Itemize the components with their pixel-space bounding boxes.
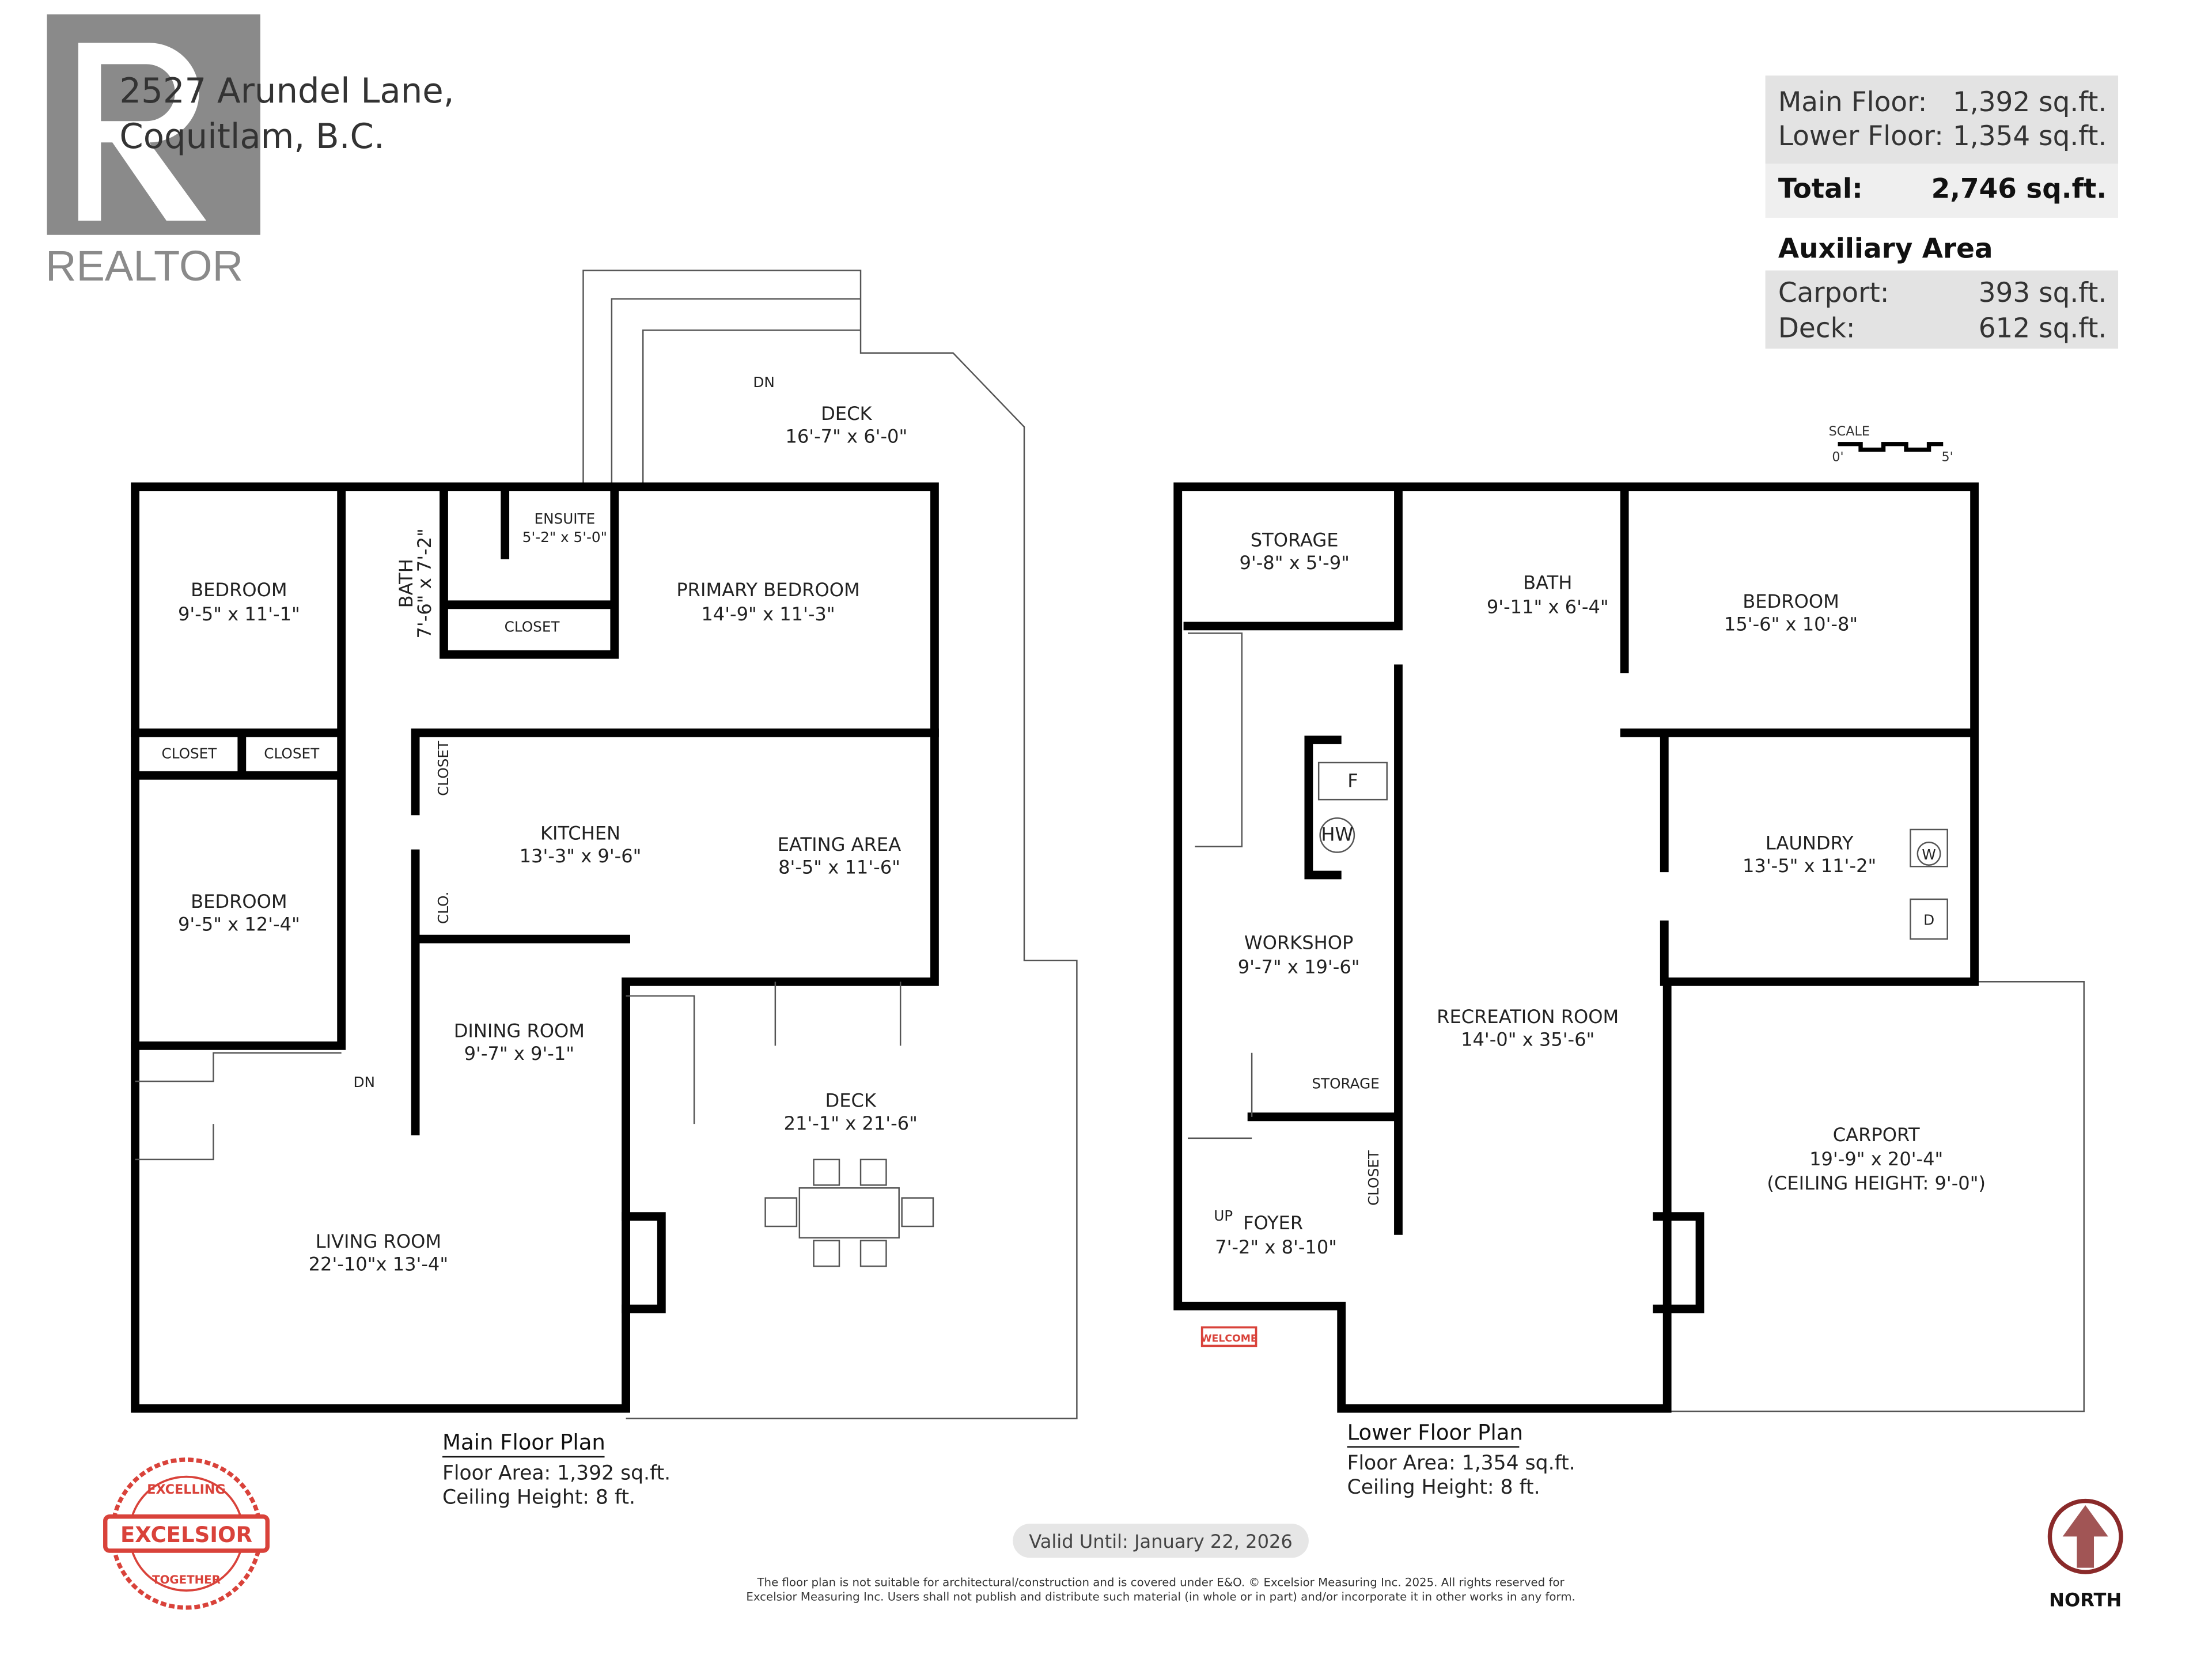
room-name: BATH	[1523, 572, 1572, 594]
room-dims: 16'-7" x 6'-0"	[785, 425, 907, 447]
scale-start: 0'	[1832, 449, 1843, 464]
room-dims: 14'-0" x 35'-6"	[1461, 1028, 1594, 1050]
main-floor-caption-area: Floor Area: 1,392 sq.ft.	[442, 1462, 671, 1485]
badge-ring-top: EXCELLING	[147, 1482, 225, 1497]
total-label: Total:	[1778, 173, 1863, 205]
room-dims: 14'-9" x 11'-3"	[701, 603, 835, 625]
lower-floor-label: Lower Floor:	[1778, 120, 1944, 152]
deck-steps	[611, 298, 861, 484]
room-name: FOYER	[1243, 1212, 1303, 1234]
main-floor-label: Main Floor:	[1778, 86, 1927, 118]
lower-floor-caption-area: Floor Area: 1,354 sq.ft.	[1347, 1452, 1575, 1475]
closet-label: CLOSET	[264, 745, 320, 762]
carport-ceiling-note: (CEILING HEIGHT: 9'-0")	[1767, 1172, 1986, 1194]
room-dims: 9'-11" x 6'-4"	[1487, 596, 1609, 618]
scale-label: SCALE	[1829, 424, 1870, 439]
main-floor-value: 1,392 sq.ft.	[1953, 86, 2107, 118]
room-name: KITCHEN	[540, 822, 620, 844]
storage-label: STORAGE	[1312, 1075, 1380, 1092]
room-name: LIVING ROOM	[316, 1230, 441, 1252]
closet-label: CLOSET	[161, 745, 217, 762]
dryer-label: D	[1923, 911, 1934, 928]
room-name: ENSUITE	[534, 510, 595, 527]
room-dims: 8'-5" x 11'-6"	[778, 857, 900, 878]
carport-value: 393 sq.ft.	[1979, 277, 2107, 309]
scale-end: 5'	[1942, 449, 1953, 464]
room-dims: 9'-8" x 5'-9"	[1239, 552, 1349, 574]
scale-bar: SCALE 0' 5'	[1829, 424, 1953, 464]
room-dims: 22'-10"x 13'-4"	[309, 1253, 448, 1275]
north-label: NORTH	[2049, 1589, 2122, 1611]
total-value: 2,746 sq.ft.	[1931, 173, 2107, 205]
room-name: DECK	[825, 1090, 877, 1112]
room-name: CARPORT	[1833, 1124, 1920, 1146]
room-dims: 21'-1" x 21'-6"	[784, 1112, 918, 1134]
area-summary: Main Floor: 1,392 sq.ft. Lower Floor: 1,…	[1765, 75, 2119, 349]
washer-label: W	[1922, 846, 1936, 863]
room-name: BEDROOM	[191, 891, 287, 912]
clo-label: CLO.	[435, 892, 452, 924]
lower-floor-caption-ceiling: Ceiling Height: 8 ft.	[1347, 1476, 1540, 1499]
stair-dn-label: DN	[353, 1074, 374, 1090]
realtor-logo: REALTOR	[46, 14, 260, 290]
closet-label: CLOSET	[1365, 1150, 1382, 1206]
realtor-logo-text: REALTOR	[46, 242, 243, 290]
room-dims: 9'-7" x 9'-1"	[464, 1043, 574, 1065]
room-name: RECREATION ROOM	[1437, 1006, 1619, 1028]
main-floor-plan: DECK 16'-7" x 6'-0" DN BEDROOM 9'-5" x 1…	[131, 270, 1078, 1419]
room-name: WORKSHOP	[1244, 931, 1353, 953]
room-name: STORAGE	[1251, 529, 1339, 551]
stair-dn-label: DN	[753, 374, 774, 391]
room-dims: 13'-3" x 9'-6"	[520, 845, 642, 867]
room-name: BATH	[395, 559, 417, 608]
room-dims: 7'-6" x 7'-2"	[414, 528, 435, 638]
disclaimer-line2: Excelsior Measuring Inc. Users shall not…	[746, 1590, 1575, 1603]
dining-table-icon	[764, 1158, 934, 1267]
carport-label: Carport:	[1778, 277, 1889, 309]
room-dims: 7'-2" x 8'-10"	[1215, 1236, 1337, 1258]
furnace-label: F	[1347, 770, 1358, 791]
address-line1: 2527 Arundel Lane,	[119, 71, 454, 111]
address-line2: Coquitlam, B.C.	[119, 116, 384, 156]
lower-floor-plan: STORAGE 9'-8" x 5'-9" BATH 9'-11" x 6'-4…	[1173, 482, 2085, 1413]
room-dims: 5'-2" x 5'-0"	[522, 529, 607, 546]
closet-label: CLOSET	[435, 740, 452, 796]
badge-ring-bottom: TOGETHER	[152, 1573, 221, 1586]
room-dims: 9'-5" x 12'-4"	[178, 913, 300, 935]
room-dims: 19'-9" x 20'-4"	[1809, 1148, 1943, 1170]
room-name: BEDROOM	[191, 579, 287, 601]
disclaimer-line1: The floor plan is not suitable for archi…	[756, 1576, 1565, 1589]
stair-up-label: UP	[1214, 1207, 1233, 1224]
north-arrow-icon: NORTH	[2047, 1498, 2123, 1611]
room-dims: 15'-6" x 10'-8"	[1724, 613, 1858, 635]
carport-outline	[1667, 980, 2085, 1412]
room-name: DINING ROOM	[454, 1020, 585, 1042]
lower-floor-value: 1,354 sq.ft.	[1953, 120, 2107, 152]
deck-value: 612 sq.ft.	[1979, 313, 2107, 344]
room-dims: 9'-7" x 19'-6"	[1238, 956, 1360, 978]
room-dims: 9'-5" x 11'-1"	[178, 603, 300, 625]
room-name: DECK	[821, 403, 872, 425]
closet-label: CLOSET	[505, 619, 560, 635]
hot-water-label: HW	[1321, 824, 1353, 846]
room-name: EATING AREA	[778, 834, 901, 855]
room-name: PRIMARY BEDROOM	[676, 579, 859, 601]
deck-outline	[582, 270, 1078, 1419]
room-dims: 13'-5" x 11'-2"	[1743, 855, 1876, 877]
excelsior-badge: EXCELLING EXCELSIOR TOGETHER	[103, 1457, 270, 1610]
lower-floor-caption-title: Lower Floor Plan	[1347, 1420, 1523, 1445]
deck-label: Deck:	[1778, 313, 1855, 344]
main-floor-caption-title: Main Floor Plan	[442, 1430, 605, 1455]
room-name: BEDROOM	[1743, 590, 1839, 612]
room-name: LAUNDRY	[1766, 832, 1854, 854]
auxiliary-title: Auxiliary Area	[1778, 233, 1993, 264]
welcome-mat-label: WELCOME	[1201, 1333, 1257, 1344]
badge-text: EXCELSIOR	[120, 1522, 252, 1547]
valid-until-badge: Valid Until: January 22, 2026	[1029, 1531, 1293, 1552]
main-floor-caption-ceiling: Ceiling Height: 8 ft.	[442, 1486, 635, 1509]
